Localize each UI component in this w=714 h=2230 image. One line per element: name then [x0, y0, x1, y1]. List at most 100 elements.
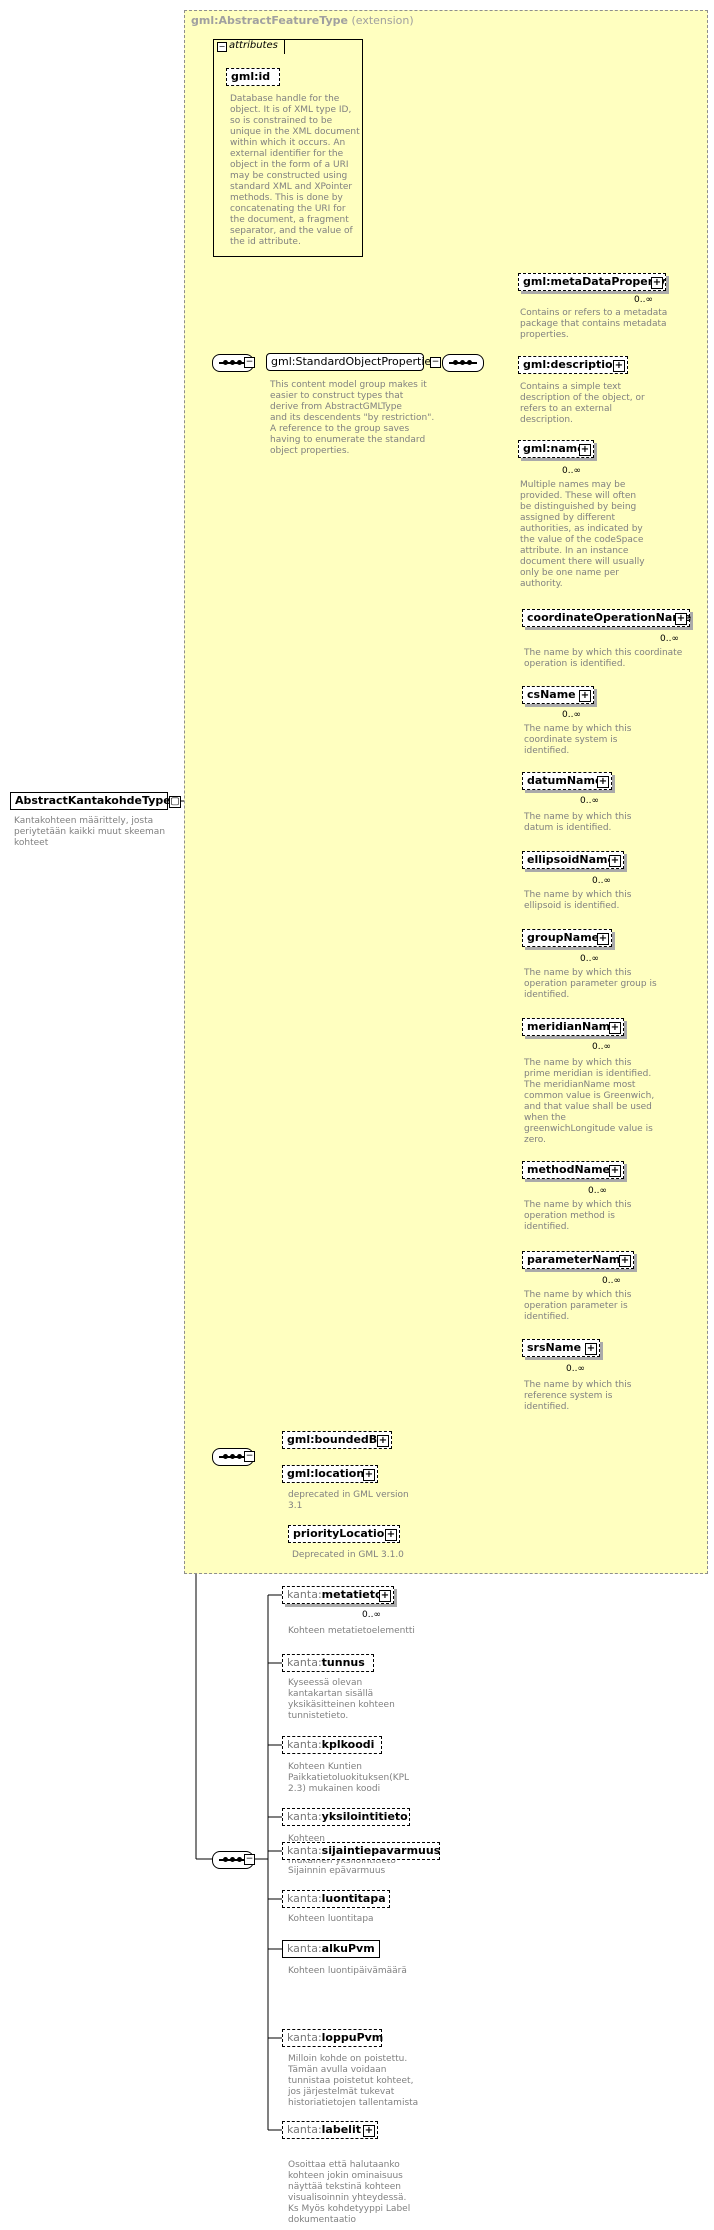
gml-boundedby-element[interactable]: gml:boundedBy + — [282, 1431, 392, 1449]
namespace-prefix: kanta: — [287, 1844, 322, 1857]
element-desc: The name by which this operation paramet… — [524, 1290, 632, 1322]
element-desc: Contains a simple text description of th… — [520, 382, 645, 425]
occurrence-label: 0..∞ — [588, 1186, 607, 1196]
meridian-name-element[interactable]: meridianName + — [522, 1018, 624, 1036]
namespace-prefix: kanta: — [287, 2031, 322, 2044]
collapse-icon[interactable]: − — [244, 1854, 255, 1865]
expand-icon[interactable]: + — [377, 1435, 389, 1447]
sequence-compositor[interactable] — [212, 1448, 254, 1466]
expand-icon[interactable]: + — [585, 1343, 597, 1355]
element-label: tunnus — [321, 1656, 365, 1669]
kanta-metatieto-element[interactable]: kanta:metatieto + — [282, 1586, 394, 1604]
element-label: loppuPvm — [321, 2031, 384, 2044]
coordinate-operation-name-element[interactable]: coordinateOperationName + — [522, 609, 692, 627]
element-desc: The name by which this datum is identifi… — [524, 812, 632, 833]
parameter-name-element[interactable]: parameterName + — [522, 1251, 634, 1269]
kanta-luontitapa-element[interactable]: kanta:luontitapa — [282, 1890, 390, 1908]
occurrence-label: 0..∞ — [362, 1610, 381, 1620]
kanta-alkupvm-element[interactable]: kanta:alkuPvm — [282, 1940, 380, 1958]
kanta-kplkoodi-element[interactable]: kanta:kplkoodi — [282, 1736, 382, 1754]
kanta-labelit-element[interactable]: kanta:labelit + — [282, 2121, 378, 2139]
namespace-prefix: kanta: — [287, 1892, 322, 1905]
expand-icon[interactable]: + — [379, 1590, 391, 1602]
kanta-tunnus-element[interactable]: kanta:tunnus — [282, 1654, 374, 1672]
expand-icon[interactable]: + — [675, 613, 687, 625]
element-desc: Sijainnin epävarmuus — [288, 1866, 386, 1876]
element-desc: Kohteen metatietoelementti — [288, 1626, 415, 1636]
element-desc: Osoittaa että halutaanko kohteen jokin o… — [288, 2160, 411, 2225]
namespace-prefix: kanta: — [287, 1810, 322, 1823]
element-desc: The name by which this coordinate operat… — [524, 648, 683, 669]
expand-icon[interactable]: ▢ — [169, 796, 181, 808]
expand-icon[interactable]: + — [579, 444, 591, 456]
ellipsoid-name-element[interactable]: ellipsoidName + — [522, 851, 624, 869]
attributes-title: attributes — [229, 40, 278, 51]
method-name-element[interactable]: methodName + — [522, 1161, 624, 1179]
gml-name-element[interactable]: gml:name + — [518, 440, 594, 458]
namespace-prefix: kanta: — [287, 1656, 322, 1669]
occurrence-label: 0..∞ — [592, 876, 611, 886]
datum-name-element[interactable]: datumName + — [522, 772, 612, 790]
standard-props-desc: This content model group makes it easier… — [270, 380, 435, 456]
element-desc: Milloin kohde on poistettu. Tämän avulla… — [288, 2054, 419, 2108]
element-desc: Kohteen Kuntien Paikkatietoluokituksen(K… — [288, 1762, 410, 1794]
expand-icon[interactable]: + — [597, 933, 609, 945]
element-label: coordinateOperationName — [527, 611, 692, 624]
expand-icon[interactable]: + — [613, 360, 625, 372]
expand-icon[interactable]: + — [363, 1469, 375, 1481]
element-label: meridianName — [527, 1020, 618, 1033]
kanta-yksilointitieto-element[interactable]: kanta:yksilointitieto — [282, 1808, 410, 1826]
expand-icon[interactable]: + — [651, 277, 663, 289]
priority-location-element[interactable]: priorityLocation + — [288, 1525, 400, 1543]
namespace-prefix: kanta: — [287, 2123, 322, 2136]
standard-object-properties-group[interactable]: gml:StandardObjectProperties — [266, 353, 437, 371]
root-element-desc: Kantakohteen määrittely, josta periytetä… — [14, 816, 166, 848]
expand-icon[interactable]: + — [609, 855, 621, 867]
gml-description-element[interactable]: gml:description + — [518, 356, 628, 374]
expand-icon[interactable]: + — [363, 2125, 375, 2137]
element-label: parameterName — [527, 1253, 628, 1266]
gml-metadataproperty-element[interactable]: gml:metaDataProperty + — [518, 273, 666, 291]
occurrence-label: 0..∞ — [580, 954, 599, 964]
element-desc: Kohteen luontitapa — [288, 1914, 374, 1924]
sequence-compositor[interactable] — [442, 354, 484, 372]
gml-id-attribute[interactable]: gml:id — [226, 68, 280, 86]
expand-icon[interactable]: + — [579, 690, 591, 702]
expand-icon[interactable]: + — [385, 1529, 397, 1541]
sequence-compositor[interactable] — [212, 354, 254, 372]
element-label: gml:name — [523, 442, 585, 455]
attributes-tab — [213, 39, 285, 54]
kanta-sijaintiepavarmuus-element[interactable]: kanta:sijaintiepavarmuus — [282, 1842, 440, 1860]
extension-panel: gml:AbstractFeatureType (extension) − at… — [184, 10, 708, 1574]
srs-name-element[interactable]: srsName + — [522, 1339, 600, 1357]
collapse-icon[interactable]: − — [244, 1451, 255, 1462]
element-label: ellipsoidName — [527, 853, 615, 866]
gml-location-element[interactable]: gml:location + — [282, 1465, 378, 1483]
expand-icon[interactable]: + — [619, 1255, 631, 1267]
element-desc: The name by which this ellipsoid is iden… — [524, 890, 632, 911]
cs-name-element[interactable]: csName + — [522, 686, 594, 704]
element-label: gml:metaDataProperty — [523, 275, 666, 288]
namespace-prefix: kanta: — [287, 1942, 322, 1955]
collapse-icon[interactable]: − — [217, 42, 227, 52]
element-label: priorityLocation — [293, 1527, 393, 1540]
element-desc: Kyseessä olevan kantakartan sisällä yksi… — [288, 1678, 395, 1721]
occurrence-label: 0..∞ — [580, 796, 599, 806]
element-label: luontitapa — [321, 1892, 386, 1905]
expand-icon[interactable]: + — [597, 776, 609, 788]
root-element-box[interactable]: AbstractKantakohdeType ▢ — [10, 792, 181, 810]
element-desc: The name by which this coordinate system… — [524, 724, 632, 756]
element-label: groupName — [527, 931, 600, 944]
occurrence-label: 0..∞ — [660, 634, 679, 644]
element-desc: The name by which this operation paramet… — [524, 968, 657, 1000]
sequence-compositor[interactable] — [212, 1851, 254, 1869]
kanta-loppupvm-element[interactable]: kanta:loppuPvm — [282, 2029, 384, 2047]
element-desc: Kohteen luontipäivämäärä — [288, 1966, 407, 1976]
element-label: gml:description — [523, 358, 621, 371]
collapse-icon[interactable]: − — [244, 357, 255, 368]
group-name-element[interactable]: groupName + — [522, 929, 612, 947]
expand-icon[interactable]: + — [609, 1022, 621, 1034]
collapse-icon[interactable]: − — [430, 357, 441, 368]
expand-icon[interactable]: + — [609, 1165, 621, 1177]
